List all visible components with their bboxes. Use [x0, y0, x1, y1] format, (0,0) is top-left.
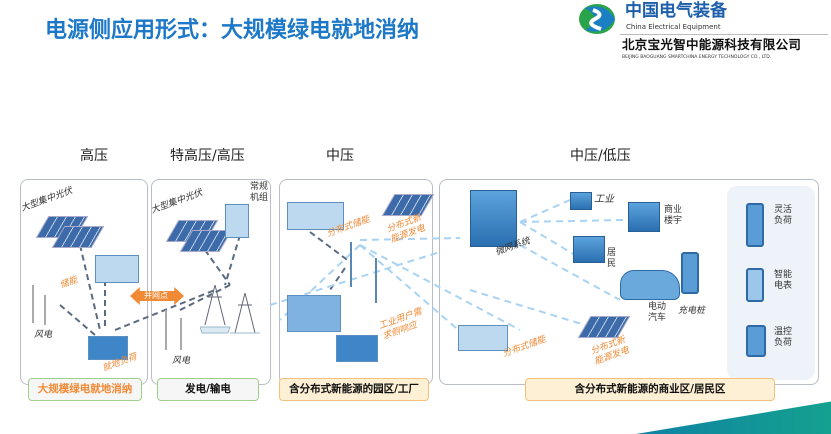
- label-commercial: 商业楼宇: [663, 205, 682, 226]
- section-uhv: 特高压/高压: [170, 148, 245, 164]
- company-en: BEIJING BAOGUANG SMARTCHINA ENERGY TECHN…: [622, 55, 772, 60]
- section-medium-low: 中压/低压: [570, 148, 631, 164]
- slide-title: 电源侧应用形式：大规模绿电就地消纳: [45, 18, 420, 43]
- industry-icon: [570, 192, 592, 210]
- logo-icon: [575, 2, 625, 36]
- label-industry: 工业: [594, 194, 614, 205]
- power-plant-icon: [225, 204, 249, 238]
- label-smart-meter: 智能电表: [773, 270, 792, 291]
- flexible-load-icon: [746, 203, 764, 247]
- label-charger: 充电桩: [678, 306, 706, 316]
- label-resident: 居民: [606, 248, 616, 269]
- company-cn: 北京宝光智中能源科技有限公司: [622, 37, 802, 52]
- storage-icon: [95, 255, 139, 283]
- storage-icon: [287, 202, 344, 230]
- charger-icon: [681, 252, 699, 294]
- label-thermostat-load: 温控负荷: [773, 327, 792, 348]
- logo-divider: [620, 34, 828, 35]
- smart-meter-icon: [746, 268, 764, 302]
- label-conventional: 常规机组: [249, 182, 268, 203]
- label-flexible-load: 灵活负荷: [773, 205, 792, 226]
- ev-icon: [620, 270, 680, 300]
- panel-demand-side: [727, 186, 815, 380]
- storage-icon: [458, 325, 508, 351]
- factory-icon: [336, 335, 378, 362]
- thermostat-icon: [746, 325, 766, 357]
- wind-turbine-icon: [32, 285, 34, 323]
- section-medium: 中压: [326, 148, 354, 164]
- label-grid-point: 并网点: [144, 291, 168, 300]
- section-high: 高压: [80, 148, 108, 164]
- wind-turbine-icon: [180, 318, 182, 350]
- substation-icon: [287, 295, 341, 332]
- wind-turbine-icon: [165, 310, 167, 350]
- label-ev: 电动汽车: [647, 302, 666, 323]
- transmission-tower-icon: [199, 284, 260, 335]
- utility-pole-icon: [350, 242, 352, 287]
- factory-load-icon: [88, 336, 128, 360]
- logo-en: China Electrical Equipment: [626, 23, 721, 31]
- caption-commercial: 含分布式新能源的商业区/居民区: [525, 378, 775, 401]
- utility-pole-icon: [375, 258, 377, 303]
- panel-generation: [151, 179, 271, 385]
- label-wind-1: 风电: [34, 330, 53, 340]
- caption-large-scale: 大规模绿电就地消纳: [28, 378, 142, 401]
- wind-turbine-icon: [44, 295, 46, 325]
- commercial-building-icon: [628, 202, 660, 232]
- caption-park: 含分布式新能源的园区/工厂: [279, 378, 429, 401]
- bidirectional-arrow-icon: [130, 287, 184, 305]
- caption-generation: 发电/输电: [157, 378, 259, 401]
- logo-cn: 中国电气装备: [625, 1, 727, 21]
- label-wind-2: 风电: [172, 356, 191, 366]
- house-icon: [573, 236, 605, 263]
- microgrid-building-icon: [470, 190, 517, 247]
